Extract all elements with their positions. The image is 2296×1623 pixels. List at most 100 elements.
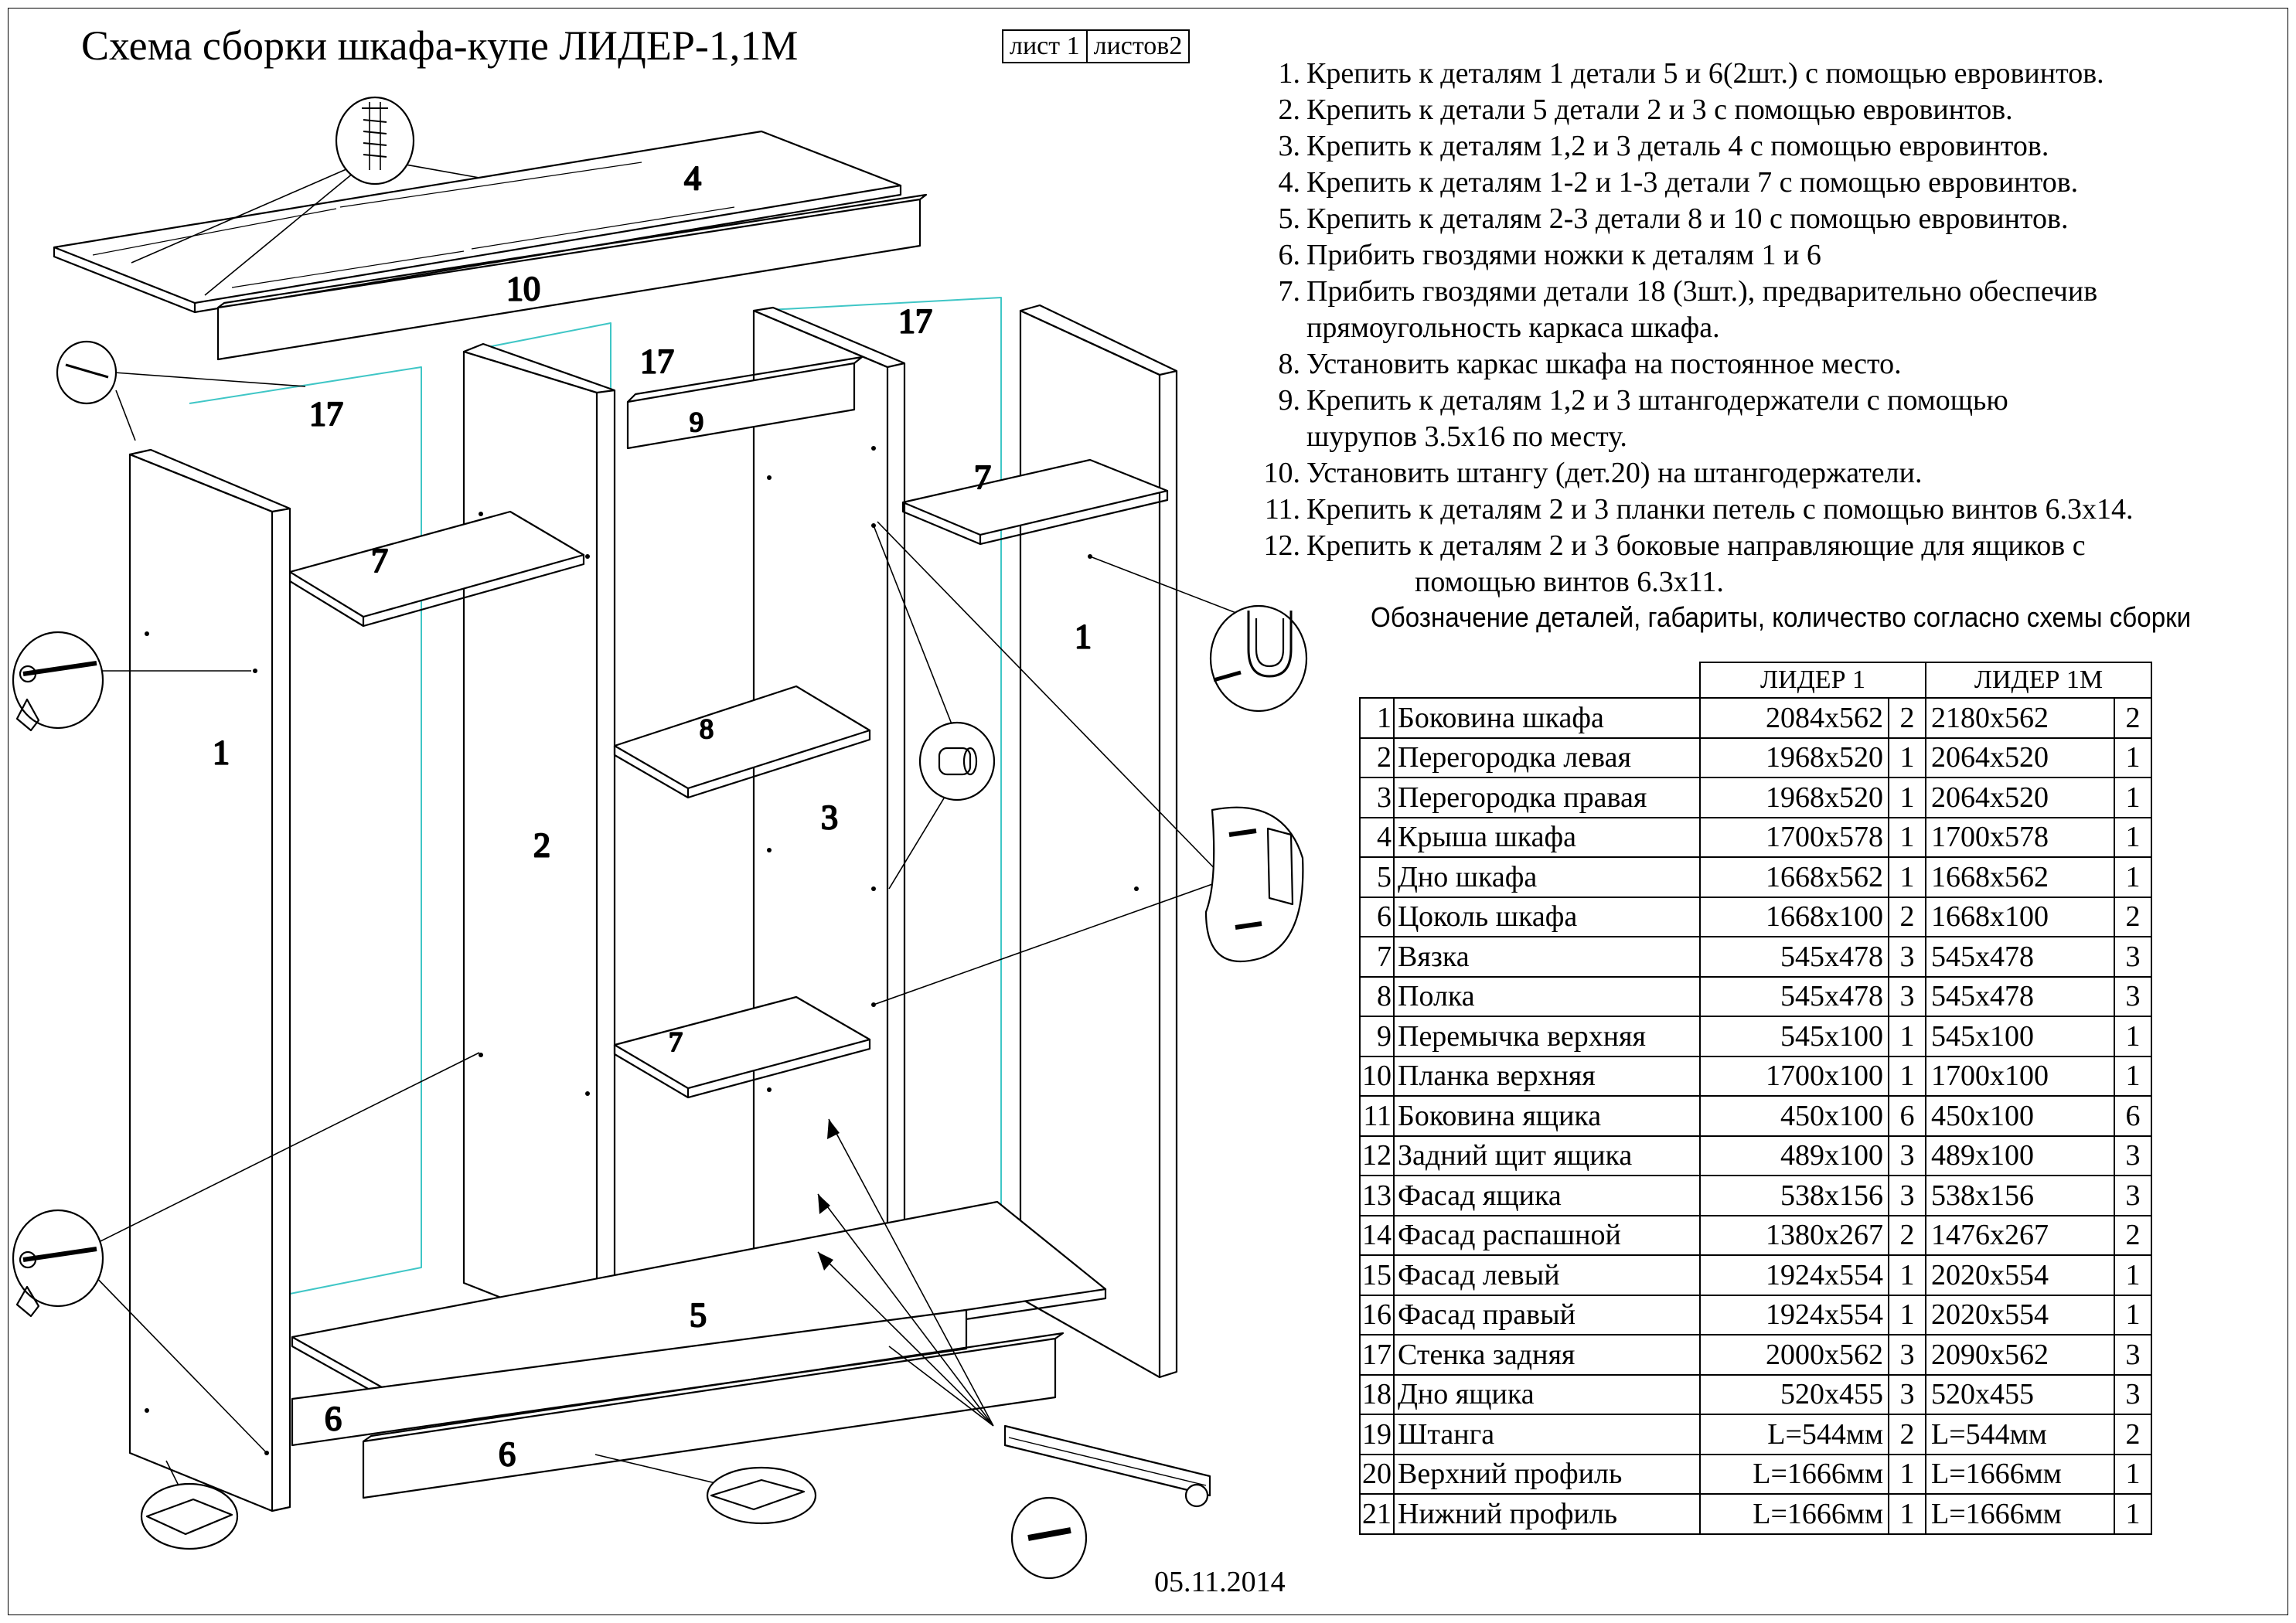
roof-panel <box>53 130 902 314</box>
part-qty-variant-1: 1 <box>1888 1453 1926 1495</box>
step-text: помощью винтов 6.3х11. <box>1415 566 1724 598</box>
label-bottom: 5 <box>690 1296 707 1334</box>
step-number: 1. <box>1278 57 1301 90</box>
label-side-left: 1 <box>213 733 230 771</box>
part-qty-variant-2: 2 <box>2114 1214 2152 1256</box>
part-qty-variant-1: 2 <box>1888 1414 1926 1455</box>
label-roof: 4 <box>684 159 701 197</box>
label-partition-left: 2 <box>533 826 550 864</box>
part-number: 5 <box>1359 856 1395 898</box>
part-name: Полка <box>1393 975 1701 1017</box>
part-size-variant-1: L=1666мм <box>1699 1493 1889 1535</box>
sheet-current: лист 1 <box>1010 32 1080 60</box>
leg-callout-left <box>140 1482 239 1550</box>
part-name: Фасад ящика <box>1393 1175 1701 1216</box>
step-text: Крепить к деталям 2-3 детали 8 и 10 с по… <box>1306 202 2069 235</box>
part-qty-variant-1: 3 <box>1888 1175 1926 1216</box>
part-qty-variant-2: 3 <box>2114 1135 2152 1176</box>
leg-callout-middle <box>706 1466 817 1525</box>
step-number: 9. <box>1278 384 1301 417</box>
part-number: 12 <box>1359 1135 1395 1176</box>
part-qty-variant-2: 1 <box>2114 856 2152 898</box>
arrowheads <box>818 1119 840 1271</box>
step-text: Крепить к деталям 2 и 3 боковые направля… <box>1306 529 2086 562</box>
part-name: Перемычка верхняя <box>1393 1016 1701 1057</box>
part-qty-variant-1: 3 <box>1888 1334 1926 1376</box>
part-name: Нижний профиль <box>1393 1493 1701 1535</box>
part-qty-variant-1: 6 <box>1888 1095 1926 1137</box>
part-qty-variant-2: 2 <box>2114 697 2152 739</box>
part-size-variant-2: 2064х520 <box>1925 737 2115 778</box>
step-number: 12. <box>1263 529 1301 562</box>
label-plinth-front: 6 <box>499 1435 516 1473</box>
step-text: Крепить к деталям 1,2 и 3 штангодержател… <box>1306 384 2008 417</box>
assembly-step: 9.Крепить к деталям 1,2 и 3 штангодержат… <box>1237 383 2296 419</box>
part-size-variant-2: 1476х267 <box>1925 1214 2115 1256</box>
part-number: 21 <box>1359 1493 1395 1535</box>
plinth-front <box>362 1332 1065 1499</box>
part-name: Штанга <box>1393 1414 1701 1455</box>
assembly-step-continuation: помощью винтов 6.3х11. <box>1237 564 2296 601</box>
screw-callout-top <box>335 96 415 185</box>
assembly-step: 10.Установить штангу (дет.20) на штангод… <box>1237 455 2296 492</box>
sheet-frame <box>8 8 2288 1615</box>
part-size-variant-2: 1700х578 <box>1925 816 2115 858</box>
nail-callout-top-left <box>56 340 118 405</box>
part-size-variant-2: 2020х554 <box>1925 1254 2115 1296</box>
part-size-variant-2: 489х100 <box>1925 1135 2115 1176</box>
label-side-right: 1 <box>1075 618 1092 655</box>
partition-left-panel <box>462 342 616 1337</box>
part-qty-variant-1: 2 <box>1888 896 1926 937</box>
part-size-variant-2: 1700х100 <box>1925 1055 2115 1097</box>
part-name: Крыша шкафа <box>1393 816 1701 858</box>
part-number: 7 <box>1359 936 1395 978</box>
parts-table-header: ЛИДЕР 1 ЛИДЕР 1М <box>1360 662 2152 699</box>
part-labels: 4 10 17 17 17 9 7 7 7 8 1 1 2 3 5 6 6 <box>212 158 1092 1474</box>
part-size-variant-2: 545х100 <box>1925 1016 2115 1057</box>
part-name: Стенка задняя <box>1393 1334 1701 1376</box>
dowel-callout <box>918 721 996 801</box>
assembly-step: 7.Прибить гвоздями детали 18 (3шт.), пре… <box>1237 274 2296 310</box>
part-size-variant-1: 1700х100 <box>1699 1055 1889 1097</box>
part-number: 15 <box>1359 1254 1395 1296</box>
part-size-variant-1: 2000х562 <box>1699 1334 1889 1376</box>
part-size-variant-2: 1668х100 <box>1925 896 2115 937</box>
step-text: Крепить к деталям 1-2 и 1-3 детали 7 с п… <box>1306 166 2079 199</box>
part-name: Задний щит ящика <box>1393 1135 1701 1176</box>
part-number: 19 <box>1359 1414 1395 1455</box>
step-number: 10. <box>1263 457 1301 489</box>
rod-holder-callout <box>1209 604 1308 713</box>
header-blank <box>1360 662 1701 699</box>
step-number: 8. <box>1278 348 1301 380</box>
part-size-variant-2: L=544мм <box>1925 1414 2115 1455</box>
page-title: Схема сборки шкафа-купе ЛИДЕР-1,1М <box>81 22 799 69</box>
part-number: 14 <box>1359 1214 1395 1256</box>
bottom-panel <box>291 1200 1107 1406</box>
label-top-bar: 10 <box>506 270 540 308</box>
part-name: Боковина ящика <box>1393 1095 1701 1137</box>
assembly-step: 4.Крепить к деталям 1-2 и 1-3 детали 7 с… <box>1237 165 2296 201</box>
tie-middle <box>613 995 871 1099</box>
part-qty-variant-2: 2 <box>2114 1414 2152 1455</box>
step-number: 4. <box>1278 166 1301 199</box>
part-size-variant-1: 1380х267 <box>1699 1214 1889 1256</box>
label-tie-middle: 7 <box>669 1026 683 1057</box>
part-number: 16 <box>1359 1294 1395 1335</box>
part-size-variant-1: 2084х562 <box>1699 697 1889 739</box>
part-size-variant-1: 1700х578 <box>1699 816 1889 858</box>
header-variant-2: ЛИДЕР 1М <box>1925 662 2152 699</box>
part-size-variant-1: 1668х100 <box>1699 896 1889 937</box>
step-text: Крепить к деталям 2 и 3 планки петель с … <box>1306 493 2134 526</box>
part-size-variant-1: L=1666мм <box>1699 1453 1889 1495</box>
part-size-variant-2: 450х100 <box>1925 1095 2115 1137</box>
assembly-steps: 1.Крепить к деталям 1 детали 5 и 6(2шт.)… <box>1237 56 2296 601</box>
part-size-variant-2: 1668х562 <box>1925 856 2115 898</box>
assembly-step: 2.Крепить к детали 5 детали 2 и 3 с помо… <box>1237 92 2296 128</box>
